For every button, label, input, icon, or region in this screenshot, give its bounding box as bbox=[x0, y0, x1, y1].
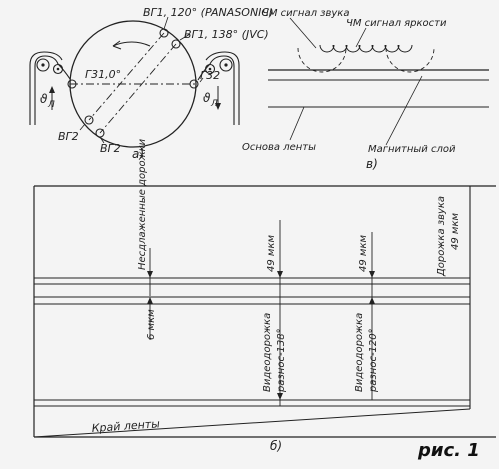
vg-diagonal-jvc bbox=[99, 43, 177, 134]
label-tape-edge: Край ленты bbox=[91, 417, 160, 435]
rotation-arrow bbox=[112, 41, 151, 47]
dim-arrowhead bbox=[369, 271, 375, 278]
label-fm-sound: ЧМ сигнал звука bbox=[262, 8, 349, 19]
label-vg1-jvc: ВГ1, 138° (JVC) bbox=[184, 28, 269, 41]
vg-diagonal-panasonic bbox=[88, 32, 165, 121]
head-g31 bbox=[67, 79, 77, 89]
leader-magnetic-layer bbox=[385, 75, 423, 146]
left-direction-arrowhead bbox=[49, 86, 55, 93]
right-roller bbox=[219, 58, 233, 72]
leader-fm-brightness bbox=[355, 27, 367, 48]
right-roller-small-hub bbox=[208, 67, 212, 71]
head-g32 bbox=[189, 79, 199, 89]
leader-vg2-bottom bbox=[99, 136, 105, 144]
fm-brightness-arc bbox=[397, 44, 413, 53]
left-roller bbox=[36, 58, 50, 72]
label-magnetic-layer: Магнитный слой bbox=[368, 144, 456, 155]
label-49um-2: 49 мкм bbox=[358, 235, 369, 272]
label-non-track: Несдлаженные дорожки bbox=[137, 138, 148, 270]
fm-brightness-arc bbox=[371, 44, 387, 53]
figure-caption: рис. 1 bbox=[417, 440, 480, 461]
dim-arrowhead bbox=[147, 297, 153, 304]
panel-a-label: а) bbox=[132, 147, 144, 161]
dim-arrowhead bbox=[369, 297, 375, 304]
tape-path-right-outer bbox=[205, 51, 240, 125]
label-video-120-1: Видеодорожка bbox=[354, 313, 365, 392]
dim-arrowhead bbox=[277, 393, 283, 400]
tape-edge-slant bbox=[33, 408, 471, 438]
label-tape-base: Основа ленты bbox=[242, 142, 316, 153]
left-roller-small-hub bbox=[56, 67, 60, 71]
fm-sound-arc-1 bbox=[297, 47, 347, 73]
fm-brightness-arc bbox=[332, 44, 348, 53]
tape-path-left-outer bbox=[29, 51, 63, 125]
panel-v-cross-section: ЧМ сигнал звука ЧМ сигнал яркости Основа… bbox=[242, 8, 489, 171]
label-video-120-2: разнос-120° bbox=[368, 328, 379, 393]
fm-brightness-arc bbox=[358, 44, 374, 53]
label-video-138-1: Видеодорожка bbox=[262, 313, 273, 392]
fm-brightness-arc bbox=[319, 44, 335, 53]
leader-vg1-jvc bbox=[179, 33, 191, 41]
right-direction-arrowhead bbox=[215, 103, 221, 110]
label-v-right: ϑ bbox=[203, 91, 211, 105]
fm-sound-arc-2 bbox=[385, 47, 435, 73]
right-roller-hub bbox=[224, 63, 228, 67]
leader-g32 bbox=[199, 77, 204, 83]
left-roller-hub bbox=[41, 63, 45, 67]
label-g31: Г31,0° bbox=[85, 68, 121, 81]
label-vg1-panasonic: ВГ1, 120° (PANASONIC) bbox=[143, 6, 273, 19]
label-g32: Г32 bbox=[200, 69, 220, 82]
label-sound-width: 49 мкм bbox=[450, 213, 461, 250]
dim-arrowhead bbox=[147, 271, 153, 278]
fm-brightness-arc bbox=[384, 44, 400, 53]
head-vg1-jvc bbox=[171, 39, 181, 49]
label-sound-track: Дорожка звука bbox=[436, 196, 447, 277]
leader-fm-sound bbox=[289, 17, 317, 49]
tape-path-right bbox=[197, 55, 235, 125]
head-vg2-left bbox=[84, 115, 94, 125]
panel-a-drum: ВГ1, 120° (PANASONIC) ВГ1, 138° (JVC) Г3… bbox=[29, 6, 273, 161]
label-vg2-left: ВГ2 bbox=[58, 130, 79, 143]
label-video-138-2: разнос-138° bbox=[276, 328, 287, 393]
panel-b-track-layout: Несдлаженные дорожки 6 мкм 49 мкм Видеод… bbox=[33, 138, 496, 453]
fm-brightness-arc bbox=[345, 44, 361, 53]
label-fm-brightness: ЧМ сигнал яркости bbox=[346, 18, 447, 29]
label-vg2-bottom: ВГ2 bbox=[100, 142, 121, 155]
label-49um-1: 49 мкм bbox=[266, 235, 277, 272]
label-v-left-sub: Л bbox=[47, 100, 55, 110]
panel-v-label: в) bbox=[366, 157, 378, 171]
label-v-right-sub: Л bbox=[210, 99, 218, 109]
panel-b-label: б) bbox=[270, 439, 282, 453]
tape-path-left bbox=[34, 55, 71, 125]
leader-vg2-left bbox=[79, 123, 86, 131]
label-6um: 6 мкм bbox=[146, 309, 157, 340]
leader-vg1-panasonic bbox=[163, 16, 169, 30]
label-v-left: ϑ bbox=[40, 92, 48, 106]
leader-tape-base bbox=[289, 106, 305, 141]
rotation-arrowhead bbox=[112, 40, 122, 50]
dim-arrowhead bbox=[277, 271, 283, 278]
